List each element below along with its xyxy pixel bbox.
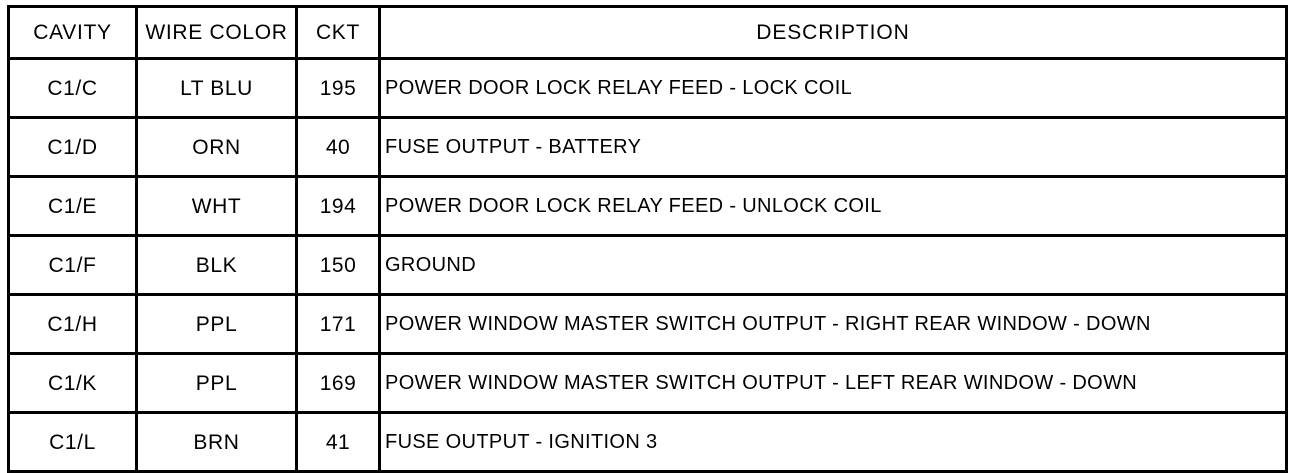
cell-ckt: 40 xyxy=(295,116,381,178)
column-header-ckt: CKT xyxy=(295,5,381,60)
cell-ckt: 195 xyxy=(295,57,381,119)
table-header: CAVITY WIRE COLOR CKT DESCRIPTION xyxy=(7,5,1288,60)
ckt-value: 195 xyxy=(319,76,357,100)
column-header-cavity: CAVITY xyxy=(7,5,138,60)
cell-ckt: 150 xyxy=(295,234,381,296)
wire-color-value: BLK xyxy=(195,253,238,277)
cell-description: POWER WINDOW MASTER SWITCH OUTPUT - LEFT… xyxy=(378,352,1288,414)
description-value: POWER DOOR LOCK RELAY FEED - LOCK COIL xyxy=(385,77,853,99)
cell-cavity: C1/L xyxy=(7,411,138,473)
table-row: C1/D ORN 40 FUSE OUTPUT - BATTERY xyxy=(7,116,1288,178)
table-row: C1/L BRN 41 FUSE OUTPUT - IGNITION 3 xyxy=(7,411,1288,473)
column-header-description: DESCRIPTION xyxy=(378,5,1288,60)
table-header-row: CAVITY WIRE COLOR CKT DESCRIPTION xyxy=(7,5,1288,60)
cavity-value: C1/D xyxy=(47,135,98,159)
cell-cavity: C1/K xyxy=(7,352,138,414)
ckt-value: 169 xyxy=(319,371,357,395)
column-header-wire-color-label: WIRE COLOR xyxy=(145,21,288,44)
column-header-description-label: DESCRIPTION xyxy=(756,21,910,44)
table-row: C1/F BLK 150 GROUND xyxy=(7,234,1288,296)
description-value: FUSE OUTPUT - BATTERY xyxy=(385,136,642,158)
description-value: FUSE OUTPUT - IGNITION 3 xyxy=(385,431,658,453)
cell-ckt: 41 xyxy=(295,411,381,473)
cell-wire-color: ORN xyxy=(135,116,298,178)
cell-wire-color: PPL xyxy=(135,352,298,414)
cell-description: GROUND xyxy=(378,234,1288,296)
column-header-wire-color: WIRE COLOR xyxy=(135,5,298,60)
description-value: POWER WINDOW MASTER SWITCH OUTPUT - RIGH… xyxy=(385,313,1151,335)
wire-color-value: ORN xyxy=(192,135,241,159)
table-body: C1/C LT BLU 195 POWER DOOR LOCK RELAY FE… xyxy=(7,57,1288,473)
cell-wire-color: LT BLU xyxy=(135,57,298,119)
column-header-cavity-label: CAVITY xyxy=(33,21,112,44)
cell-wire-color: WHT xyxy=(135,175,298,237)
cavity-value: C1/K xyxy=(47,371,98,395)
page-root: CAVITY WIRE COLOR CKT DESCRIPTION C1/C xyxy=(7,5,1288,473)
cell-cavity: C1/C xyxy=(7,57,138,119)
cavity-value: C1/E xyxy=(47,194,98,218)
cavity-value: C1/C xyxy=(47,76,98,100)
description-value: POWER DOOR LOCK RELAY FEED - UNLOCK COIL xyxy=(385,195,882,217)
cell-cavity: C1/H xyxy=(7,293,138,355)
table-row: C1/E WHT 194 POWER DOOR LOCK RELAY FEED … xyxy=(7,175,1288,237)
cell-description: POWER DOOR LOCK RELAY FEED - UNLOCK COIL xyxy=(378,175,1288,237)
ckt-value: 150 xyxy=(319,253,357,277)
cell-description: FUSE OUTPUT - BATTERY xyxy=(378,116,1288,178)
wire-color-value: LT BLU xyxy=(180,76,253,100)
ckt-value: 41 xyxy=(325,430,351,454)
cavity-value: C1/L xyxy=(49,430,96,454)
wire-color-value: BRN xyxy=(193,430,240,454)
wire-color-value: PPL xyxy=(195,371,238,395)
cell-ckt: 194 xyxy=(295,175,381,237)
table-row: C1/H PPL 171 POWER WINDOW MASTER SWITCH … xyxy=(7,293,1288,355)
cell-wire-color: BRN xyxy=(135,411,298,473)
cell-ckt: 169 xyxy=(295,352,381,414)
cell-description: POWER WINDOW MASTER SWITCH OUTPUT - RIGH… xyxy=(378,293,1288,355)
wire-color-value: WHT xyxy=(191,194,242,218)
connector-pinout-table: CAVITY WIRE COLOR CKT DESCRIPTION C1/C xyxy=(7,5,1288,473)
table-row: C1/K PPL 169 POWER WINDOW MASTER SWITCH … xyxy=(7,352,1288,414)
cavity-value: C1/H xyxy=(47,312,98,336)
cavity-value: C1/F xyxy=(48,253,97,277)
cell-cavity: C1/E xyxy=(7,175,138,237)
cell-description: POWER DOOR LOCK RELAY FEED - LOCK COIL xyxy=(378,57,1288,119)
ckt-value: 194 xyxy=(319,194,357,218)
cell-wire-color: BLK xyxy=(135,234,298,296)
wire-color-value: PPL xyxy=(195,312,238,336)
ckt-value: 40 xyxy=(325,135,351,159)
cell-description: FUSE OUTPUT - IGNITION 3 xyxy=(378,411,1288,473)
cell-cavity: C1/D xyxy=(7,116,138,178)
column-header-ckt-label: CKT xyxy=(315,21,361,44)
table-row: C1/C LT BLU 195 POWER DOOR LOCK RELAY FE… xyxy=(7,57,1288,119)
description-value: GROUND xyxy=(385,254,476,276)
description-value: POWER WINDOW MASTER SWITCH OUTPUT - LEFT… xyxy=(385,372,1138,394)
cell-cavity: C1/F xyxy=(7,234,138,296)
cell-wire-color: PPL xyxy=(135,293,298,355)
cell-ckt: 171 xyxy=(295,293,381,355)
ckt-value: 171 xyxy=(319,312,357,336)
